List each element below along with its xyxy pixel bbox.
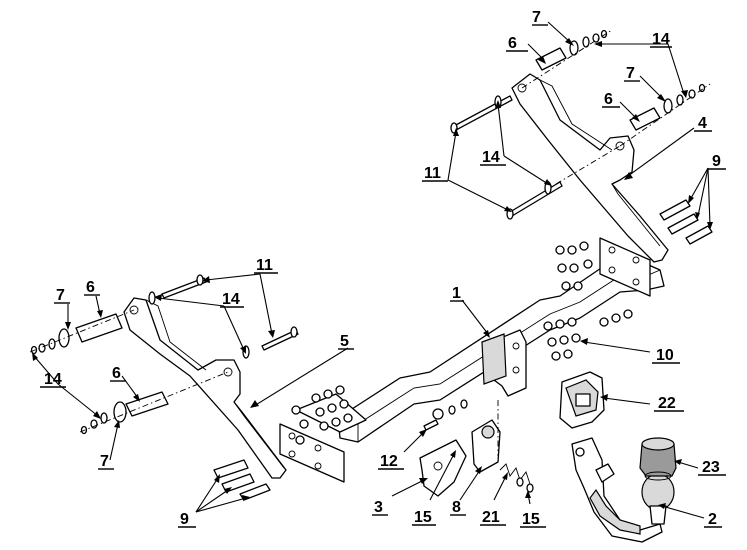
spacer-stack-upper-1 [521, 29, 613, 89]
long-bolt-left-1 [148, 274, 207, 305]
bolt-set-right [543, 241, 633, 361]
side-bracket-right [511, 73, 669, 263]
callout-14-mid: 14 [482, 149, 500, 166]
callout-7-right: 7 [626, 65, 635, 82]
spacer-stack-left-1 [29, 309, 135, 355]
ball-cap [639, 437, 677, 481]
callout-8: 8 [452, 499, 461, 516]
main-crossbar [279, 237, 665, 483]
callout-4: 4 [698, 115, 707, 132]
callout-6-right: 6 [604, 91, 613, 108]
callout-15-left: 15 [414, 509, 432, 526]
callout-21: 21 [482, 509, 500, 526]
bolt-set-upper-right [659, 199, 713, 245]
callout-23: 23 [702, 459, 720, 476]
callout-5: 5 [340, 333, 349, 350]
callout-14-top-right: 14 [652, 31, 670, 48]
callout-10: 10 [656, 347, 674, 364]
callout-7-left: 7 [56, 287, 65, 304]
callout-6-left-lower: 6 [112, 365, 121, 382]
bolt-set-left [291, 385, 353, 445]
towball-neck [571, 437, 675, 543]
callout-12: 12 [380, 453, 398, 470]
callout-2: 2 [708, 511, 717, 528]
socket-adapter [559, 371, 605, 429]
callout-9-lower: 9 [180, 511, 189, 528]
callout-14-left-upper: 14 [222, 291, 240, 308]
socket-bracket [471, 400, 501, 473]
spring [499, 463, 534, 493]
callout-6-top: 6 [508, 35, 517, 52]
spacer-stack-upper-2 [619, 83, 711, 147]
callout-7-left-lower: 7 [100, 453, 109, 470]
callout-labels: 7 6 14 7 6 4 14 9 11 11 1 7 6 14 5 10 6 … [40, 9, 726, 528]
callout-11-left: 11 [256, 257, 273, 274]
callout-15-right: 15 [522, 511, 540, 528]
callout-22: 22 [658, 395, 676, 412]
callout-7-top: 7 [532, 9, 541, 26]
callout-3: 3 [374, 499, 383, 516]
callout-9-upper: 9 [712, 153, 721, 170]
callout-leaders [32, 21, 713, 519]
callout-6-left: 6 [86, 279, 95, 296]
long-bolt-upper-1 [450, 95, 513, 134]
callout-14-left-lower: 14 [44, 371, 62, 388]
spacer-stack-left-2 [79, 371, 229, 435]
side-bracket-left [123, 297, 287, 479]
hitch-plate [419, 399, 468, 497]
callout-1: 1 [452, 285, 461, 302]
callout-11-upper: 11 [424, 165, 441, 182]
